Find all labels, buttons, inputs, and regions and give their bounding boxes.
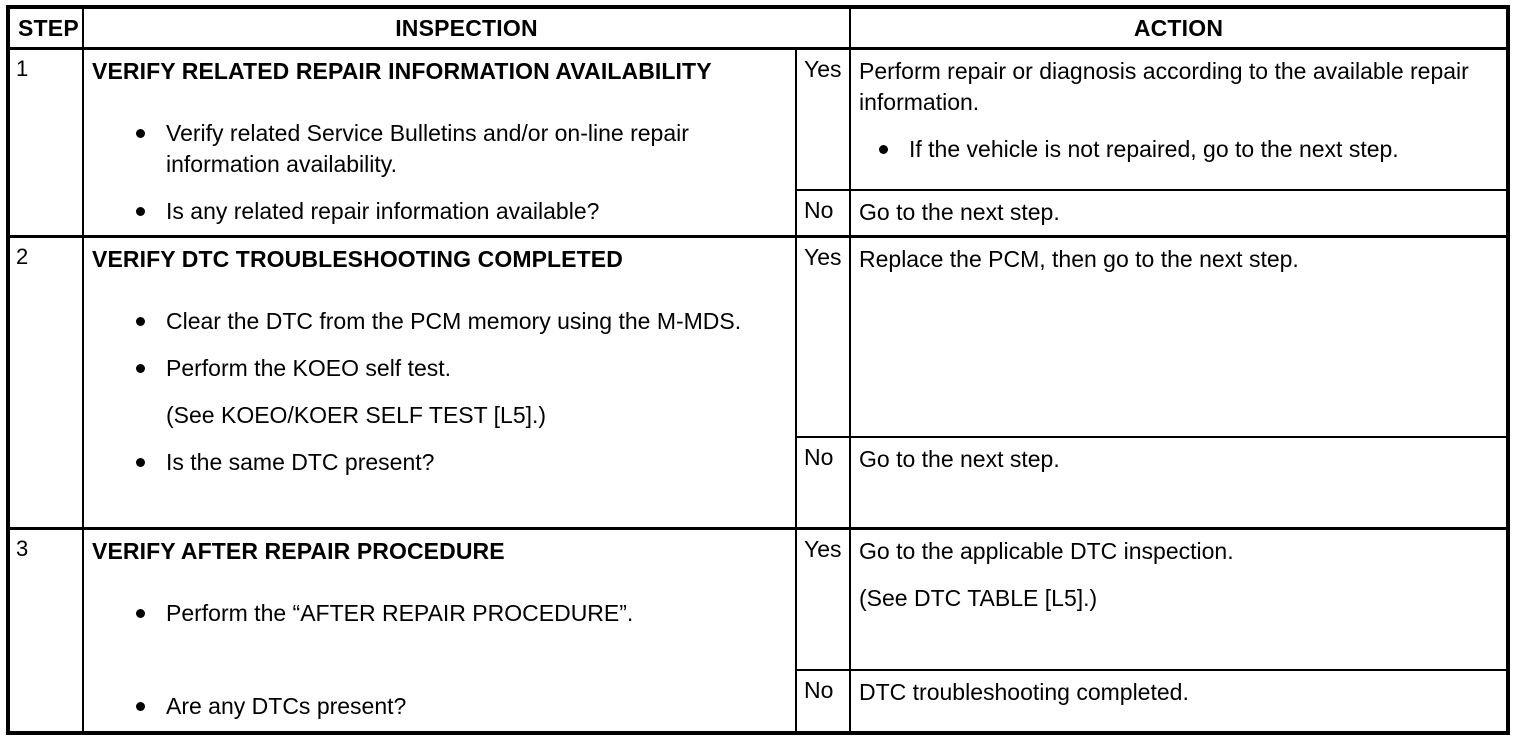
row3-inspection-cell: VERIFY AFTER REPAIR PROCEDURE Perform th…	[84, 530, 795, 731]
spacer	[84, 384, 795, 400]
list-item: Verify related Service Bulletins and/or …	[84, 118, 795, 180]
list-item-text: Verify related Service Bulletins and/or …	[166, 120, 689, 177]
row2-yes-label-cell: Yes	[797, 238, 849, 436]
row1-yes-action-bullets: If the vehicle is not repaired, go to th…	[851, 134, 1506, 165]
hrule-row3-yesno-split	[795, 669, 1506, 671]
list-item-text: Is the same DTC present?	[166, 449, 435, 475]
row1-no-action-cell: Go to the next step.	[851, 191, 1506, 235]
spacer	[84, 337, 795, 353]
bullet-icon	[136, 129, 145, 138]
dtc-troubleshooting-table: STEP INSPECTION ACTION 1 VERIFY RELATED …	[6, 5, 1510, 735]
row2-yes-action-cell: Replace the PCM, then go to the next ste…	[851, 238, 1506, 436]
row2-inspection-cell: VERIFY DTC TROUBLESHOOTING COMPLETED Cle…	[84, 238, 795, 527]
spacer	[84, 431, 795, 447]
row2-inspection-bullets: Clear the DTC from the PCM memory using …	[84, 306, 795, 478]
row2-inspection-title: VERIFY DTC TROUBLESHOOTING COMPLETED	[92, 246, 623, 272]
row3-yes-label-cell: Yes	[797, 530, 849, 669]
list-item: Perform the “AFTER REPAIR PROCEDURE”.	[84, 598, 795, 629]
row3-no-action-text: DTC troubleshooting completed.	[859, 679, 1189, 705]
spacer	[851, 118, 1506, 134]
bullet-icon	[136, 207, 145, 216]
row1-yes-action-cell: Perform repair or diagnosis according to…	[851, 50, 1506, 189]
row2-inspection-note: (See KOEO/KOER SELF TEST [L5].)	[84, 400, 795, 431]
spacer	[84, 629, 795, 660]
hrule-row1-yesno-split	[795, 189, 1506, 191]
spacer	[851, 567, 1506, 583]
list-item-text: Perform the KOEO self test.	[166, 355, 452, 381]
table-grid	[10, 9, 1506, 731]
header-action-label: ACTION	[1133, 14, 1224, 41]
row2-yes-action-text: Replace the PCM, then go to the next ste…	[859, 246, 1299, 272]
bullet-icon	[136, 702, 145, 711]
list-item: Is any related repair information availa…	[84, 196, 795, 227]
vrule-inspection-action-header	[849, 9, 851, 47]
row1-step-number: 1	[10, 50, 82, 235]
row3-inspection-title: VERIFY AFTER REPAIR PROCEDURE	[92, 538, 505, 564]
list-item: If the vehicle is not repaired, go to th…	[851, 134, 1506, 165]
row1-yes-action-text: Perform repair or diagnosis according to…	[859, 58, 1469, 115]
row3-no-action-cell: DTC troubleshooting completed.	[851, 671, 1506, 731]
row1-inspection-cell: VERIFY RELATED REPAIR INFORMATION AVAILA…	[84, 50, 795, 235]
list-item: Perform the KOEO self test.	[84, 353, 795, 384]
list-item: Are any DTCs present?	[84, 691, 795, 722]
yes-label: Yes	[804, 536, 842, 562]
row3-step-number: 3	[10, 530, 82, 731]
spacer	[84, 660, 795, 691]
header-action: ACTION	[851, 9, 1506, 47]
spacer	[84, 275, 795, 306]
row3-yes-action-cell: Go to the applicable DTC inspection. (Se…	[851, 530, 1506, 669]
row2-no-action-text: Go to the next step.	[859, 446, 1060, 472]
header-step-label: STEP	[18, 14, 79, 41]
no-label: No	[804, 677, 834, 703]
list-item-text: Perform the “AFTER REPAIR PROCEDURE”.	[166, 600, 634, 626]
step-number: 1	[16, 56, 29, 81]
spacer	[84, 87, 795, 118]
vrule-inspection-yesno	[795, 47, 797, 731]
header-step: STEP	[10, 9, 82, 47]
header-inspection-label: INSPECTION	[395, 14, 538, 41]
hrule-row2-row3	[10, 527, 1506, 530]
bullet-icon	[136, 317, 145, 326]
bullet-icon	[879, 145, 888, 154]
yes-label: Yes	[804, 244, 842, 270]
hrule-row1-row2	[10, 235, 1506, 238]
no-label: No	[804, 197, 834, 223]
list-item: Is the same DTC present?	[84, 447, 795, 478]
row3-inspection-bullets: Perform the “AFTER REPAIR PROCEDURE”. Ar…	[84, 598, 795, 722]
row1-inspection-title: VERIFY RELATED REPAIR INFORMATION AVAILA…	[92, 58, 712, 84]
vrule-step-inspection	[82, 9, 84, 731]
vrule-yesno-action	[849, 47, 851, 731]
bullet-icon	[136, 609, 145, 618]
note-text: (See KOEO/KOER SELF TEST [L5].)	[166, 402, 547, 428]
row3-yes-action-text: Go to the applicable DTC inspection.	[859, 538, 1234, 564]
row2-no-label-cell: No	[797, 438, 849, 527]
hrule-header-bottom	[10, 47, 1506, 50]
spacer	[84, 567, 795, 598]
no-label: No	[804, 444, 834, 470]
bullet-icon	[136, 364, 145, 373]
yes-label: Yes	[804, 56, 842, 82]
bullet-icon	[136, 458, 145, 467]
list-item-text: Is any related repair information availa…	[166, 198, 600, 224]
row3-yes-action-note: (See DTC TABLE [L5].)	[859, 585, 1098, 611]
row1-inspection-bullets: Verify related Service Bulletins and/or …	[84, 118, 795, 227]
row3-no-label-cell: No	[797, 671, 849, 731]
row2-step-number: 2	[10, 238, 82, 527]
list-item-text: If the vehicle is not repaired, go to th…	[909, 136, 1399, 162]
row1-no-label-cell: No	[797, 191, 849, 235]
step-number: 2	[16, 244, 29, 269]
hrule-row2-yesno-split	[795, 436, 1506, 438]
list-item: Clear the DTC from the PCM memory using …	[84, 306, 795, 337]
header-inspection: INSPECTION	[84, 9, 849, 47]
list-item-text: Clear the DTC from the PCM memory using …	[166, 308, 742, 334]
step-number: 3	[16, 536, 29, 561]
row1-no-action-text: Go to the next step.	[859, 199, 1060, 225]
list-item-text: Are any DTCs present?	[166, 693, 407, 719]
row1-yes-label-cell: Yes	[797, 50, 849, 189]
row2-no-action-cell: Go to the next step.	[851, 438, 1506, 527]
spacer	[84, 180, 795, 196]
